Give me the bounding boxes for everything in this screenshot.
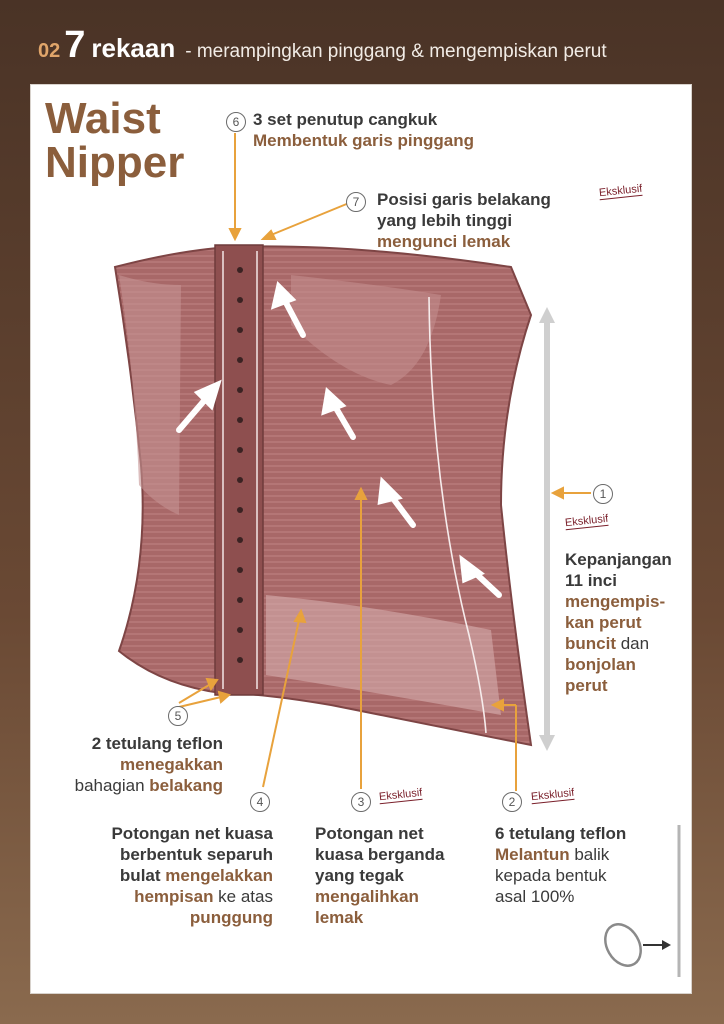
upper-sheer-panel [291,275,441,385]
feature-5-marker: 5 [168,706,188,726]
waist-nipper-illustration [113,133,681,977]
feature-6-marker: 6 [226,112,246,132]
feature-7-text: Posisi garis belakang yang lebih tinggi … [377,190,551,251]
teflon-bone-coiled [604,923,642,967]
teflon-bone [428,296,487,734]
side-panel [119,275,181,515]
header-subtitle: - merampingkan pinggang & mengempiskan p… [185,41,607,62]
feature-7-marker: 7 [346,192,366,212]
content-card: Waist Nipper 6 3 set penutup cangkuk Mem… [30,84,692,994]
product-title: Waist Nipper [45,97,245,185]
page-header: 02 7 rekaan - merampingkan pinggang & me… [38,24,607,74]
title-line-1: Waist [45,94,161,143]
lower-sheer-panel [266,595,501,715]
section-number: 02 [38,40,61,62]
feature-5-text: 2 tetulang teflon menegakkan bahagian be… [74,734,223,795]
feature-4-marker: 4 [250,792,270,812]
feature-2-marker: 2 [502,792,522,812]
header-count: 7 [64,24,86,66]
feature-1-text: Kepanjangan 11 inci mengempis- kan perut… [565,550,672,695]
feature-2-text: 6 tetulang teflon Melantun balik kepada … [495,824,627,906]
title-line-2: Nipper [45,138,185,187]
feature-6-text: 3 set penutup cangkuk Membentuk garis pi… [253,110,475,150]
feature-3-text: Potongan net kuasa berganda yang tegak m… [315,824,445,927]
feature-1-marker: 1 [593,484,613,504]
header-word: rekaan [91,33,176,63]
feature-3-marker: 3 [351,792,371,812]
feature-4-text: Potongan net kuasa berbentuk separuh bul… [111,824,273,927]
